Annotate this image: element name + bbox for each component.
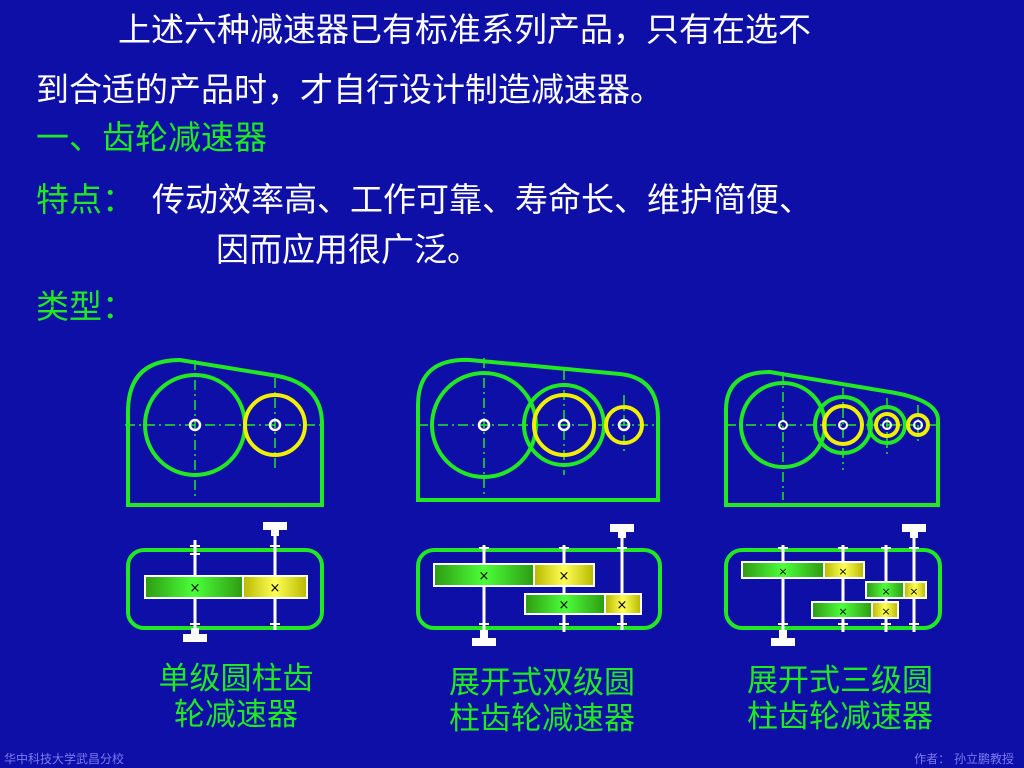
three-stage-top-view: × × × × × × xyxy=(724,524,942,646)
types-label: 类型： xyxy=(36,287,135,326)
svg-text:×: × xyxy=(559,598,570,613)
svg-text:×: × xyxy=(617,598,628,613)
intro-line-1: 上述六种减速器已有标准系列产品，只有在选不 xyxy=(118,10,811,49)
caption-two-stage-line-1: 展开式双级圆 xyxy=(449,665,635,701)
svg-text:×: × xyxy=(559,569,570,584)
svg-text:×: × xyxy=(479,569,490,584)
single-stage-front-view xyxy=(125,357,324,507)
caption-single-stage-line-1: 单级圆柱齿 xyxy=(158,661,314,697)
footer-author: 作者： 孙立鹏教授 xyxy=(914,752,1014,766)
caption-three-stage-line-2: 柱齿轮减速器 xyxy=(747,699,933,735)
features-label: 特点： xyxy=(36,180,135,219)
svg-text:×: × xyxy=(838,605,847,618)
svg-text:×: × xyxy=(881,605,890,618)
two-stage-front-view xyxy=(416,357,660,502)
three-stage-front-view xyxy=(724,369,940,507)
single-stage-top-view: × × xyxy=(126,522,324,642)
section-title: 一、齿轮减速器 xyxy=(36,118,267,157)
features-line-2: 因而应用很广泛。 xyxy=(216,230,480,269)
svg-text:×: × xyxy=(778,565,787,578)
intro-line-2: 到合适的产品时，才自行设计制造减速器。 xyxy=(36,70,663,109)
caption-two-stage-line-2: 柱齿轮减速器 xyxy=(449,701,635,737)
svg-text:×: × xyxy=(190,581,201,596)
svg-text:×: × xyxy=(909,585,918,598)
svg-text:×: × xyxy=(838,565,847,578)
svg-text:×: × xyxy=(270,581,281,596)
footer-institution: 华中科技大学武昌分校 xyxy=(4,752,125,766)
svg-text:×: × xyxy=(881,585,890,598)
features-line-1: 传动效率高、工作可靠、寿命长、维护简便、 xyxy=(152,180,812,219)
two-stage-top-view: × × × × xyxy=(416,524,662,646)
caption-single-stage-line-2: 轮减速器 xyxy=(174,697,298,733)
caption-three-stage-line-1: 展开式三级圆 xyxy=(747,663,933,699)
